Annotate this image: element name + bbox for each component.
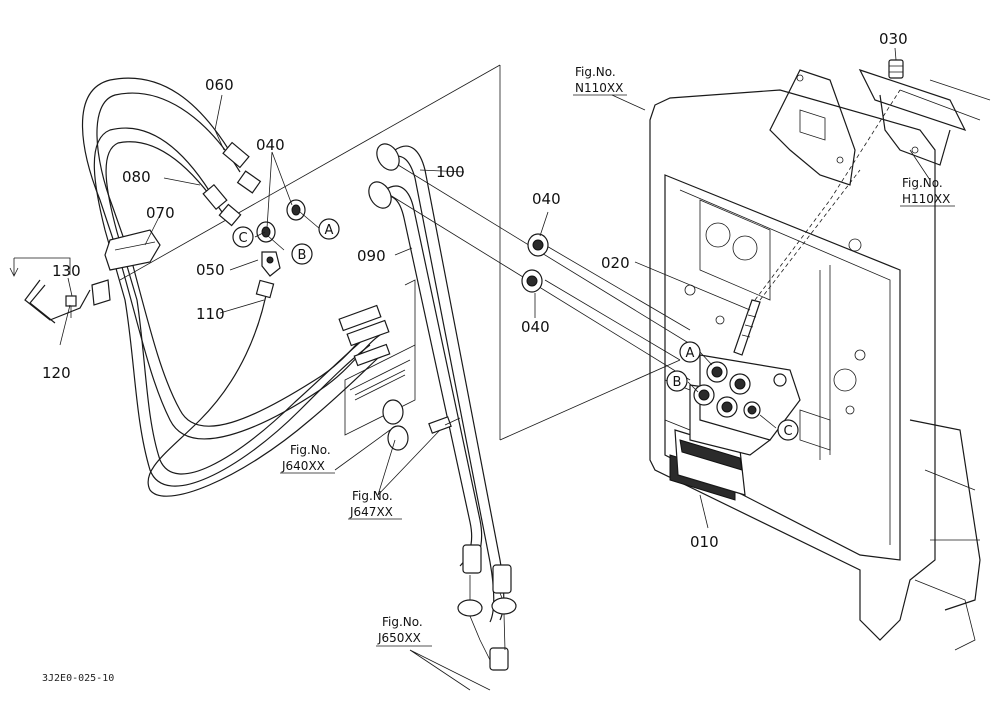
upper-bracket: [769, 68, 991, 186]
part-010-steering-unit: [669, 354, 801, 501]
figref-prefix: Fig.No.: [902, 176, 943, 190]
inset-boxes: [344, 279, 461, 451]
part-120-bracket: [9, 257, 111, 324]
lower-fittings: [457, 544, 517, 671]
port-callout-a-left: A: [318, 218, 340, 240]
part-130-bolt: [65, 295, 77, 318]
port-callout-a-right: A: [679, 341, 701, 363]
label-part-030: 030: [879, 30, 908, 48]
port-callout-c-left: C: [232, 226, 254, 248]
port-callout-c-right: C: [777, 419, 799, 441]
figref-prefix: Fig.No.: [352, 489, 393, 503]
figref-n110: Fig.No. N110XX: [573, 65, 627, 96]
figref-prefix: Fig.No.: [575, 65, 616, 79]
figref-code: H110XX: [902, 192, 950, 206]
label-part-070: 070: [146, 204, 175, 222]
label-part-050: 050: [196, 261, 225, 279]
figref-code: J640XX: [281, 459, 325, 473]
label-part-040-b: 040: [532, 190, 561, 208]
figref-h110: Fig.No. H110XX: [900, 176, 955, 207]
figref-j647: Fig.No. J647XX: [348, 489, 402, 520]
label-part-010: 010: [690, 533, 719, 551]
figref-code: J650XX: [377, 631, 421, 645]
figref-code: J647XX: [349, 505, 393, 519]
port-label: A: [686, 346, 695, 361]
port-label: B: [673, 375, 682, 390]
label-part-040-c: 040: [521, 318, 550, 336]
fittings-040-left: [256, 199, 306, 243]
label-part-120: 120: [42, 364, 71, 382]
fittings-040-right: [521, 233, 549, 293]
figref-prefix: Fig.No.: [382, 615, 423, 629]
port-label: B: [298, 248, 307, 263]
label-part-020: 020: [601, 254, 630, 272]
hose-080: [93, 127, 371, 487]
port-label: C: [783, 424, 792, 439]
label-part-110: 110: [196, 305, 225, 323]
figref-code: N110XX: [575, 81, 623, 95]
exploded-view-plane: [119, 64, 681, 441]
part-030-bolt: [888, 59, 904, 79]
label-part-040-a: 040: [256, 136, 285, 154]
port-label: C: [238, 231, 247, 246]
part-050-elbow: [261, 251, 281, 277]
label-part-090: 090: [357, 247, 386, 265]
assembly-dashed-lines: [754, 89, 901, 301]
figref-j640: Fig.No. J640XX: [280, 443, 335, 474]
port-label: A: [325, 223, 334, 238]
port-callout-b-right: B: [666, 370, 688, 392]
hose-110: [147, 279, 391, 497]
label-part-060: 060: [205, 76, 234, 94]
drawing-code: 3J2E0-025-10: [42, 673, 114, 684]
label-part-130: 130: [52, 262, 81, 280]
label-leader-lines: [59, 47, 931, 691]
port-callout-b-left: B: [291, 243, 313, 265]
figref-j650: Fig.No. J650XX: [376, 615, 432, 647]
figref-prefix: Fig.No.: [290, 443, 331, 457]
hose-100: [376, 143, 505, 623]
label-part-100: 100: [436, 163, 465, 181]
part-070-clamp: [104, 229, 161, 271]
part-020-shaft: [733, 299, 761, 356]
label-part-080: 080: [122, 168, 151, 186]
